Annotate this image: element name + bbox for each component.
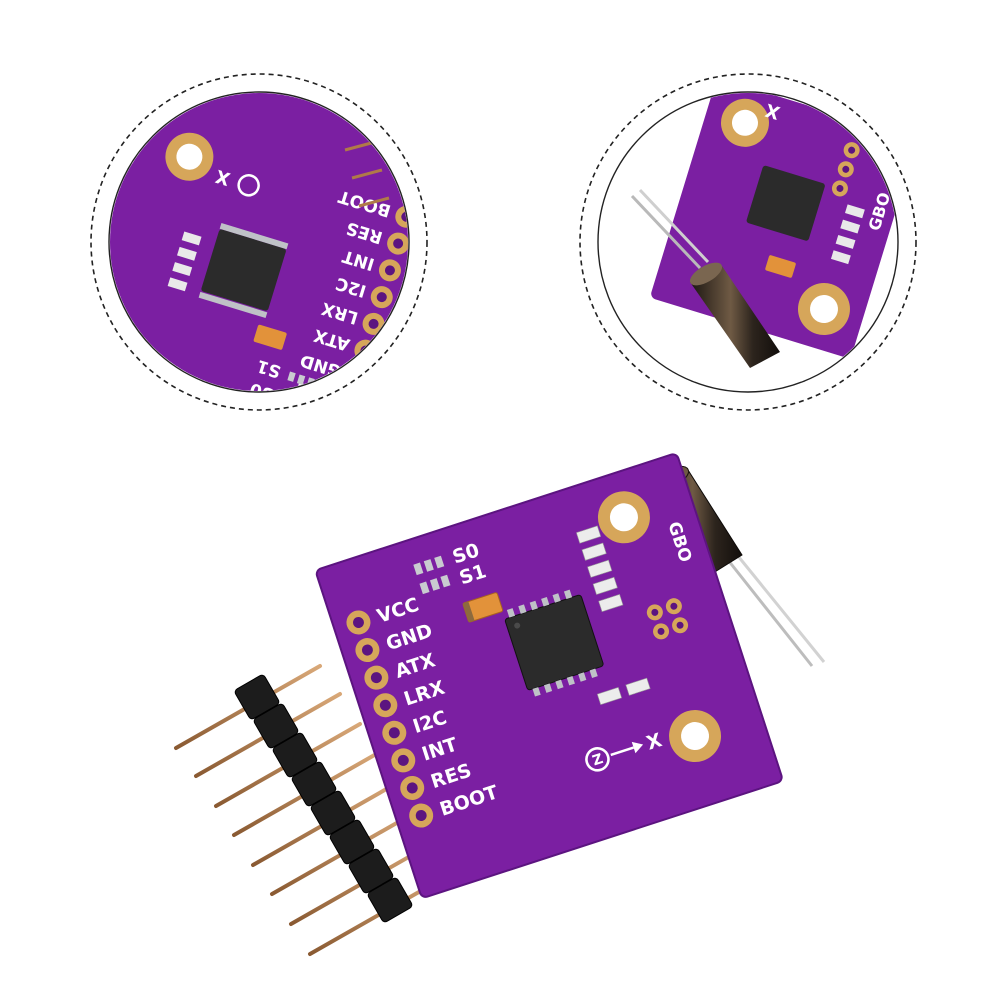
dashed-ring xyxy=(90,73,428,411)
mounting-holes xyxy=(597,491,722,763)
zoom-capacitor xyxy=(253,324,287,350)
axis-z-circle xyxy=(585,747,610,772)
zoom-crystal xyxy=(630,188,780,368)
axis-x-label: X xyxy=(644,729,665,755)
axis-arrow xyxy=(610,746,634,757)
zoom-axis-x: X xyxy=(213,165,233,189)
zoom-circle-left: VCC GND ATX LRX I2C INT RES BOOT S0 S1 xyxy=(90,73,428,411)
zoom-resistors xyxy=(167,231,202,292)
pin-pads xyxy=(346,610,434,828)
sensor-chip xyxy=(504,594,604,691)
zoom-capacitor-right xyxy=(765,255,796,278)
tantalum-capacitor xyxy=(462,592,504,623)
dashed-ring xyxy=(579,73,917,411)
axis-z-label: Z xyxy=(591,751,606,769)
zoom-pads-right xyxy=(831,142,860,197)
zoom-axis-x-right: X xyxy=(763,99,783,123)
zoom-chip-right xyxy=(746,165,825,241)
solder-jumpers xyxy=(413,555,451,595)
zoom-chip xyxy=(201,229,286,311)
pcb-module: VCC GND ATX LRX I2C INT RES BOOT S0 S1 xyxy=(315,453,783,898)
zoom-header-pins xyxy=(344,140,390,208)
zoom-axis-circle xyxy=(237,174,260,197)
zoom-circle-right: GBO X xyxy=(579,73,917,411)
chip-leads xyxy=(506,589,598,697)
header-plastic xyxy=(234,674,413,923)
aux-pads xyxy=(646,598,689,640)
